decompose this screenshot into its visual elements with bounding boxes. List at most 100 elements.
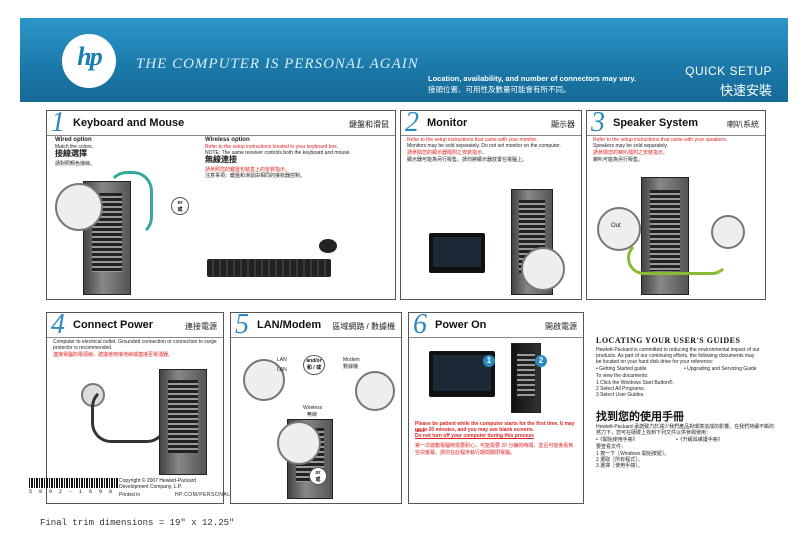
- monitor-line2: Monitors may be sold separately. Do not …: [407, 143, 561, 149]
- guides-zh-line1: Hewlett-Packard 承諾致力於減少我們產品對環境造成的影響。在我們持…: [596, 424, 775, 430]
- guides-step2: 2 Select All Programs.: [596, 386, 646, 392]
- panel-title: Connect Power: [73, 319, 154, 331]
- wireless-label-zh: 無線: [307, 412, 318, 418]
- mouse: [319, 239, 337, 253]
- step-number: 3: [591, 107, 605, 138]
- guides-step1: 1 Click the Windows Start Button®.: [596, 380, 674, 386]
- ps2-ports-zoom: [55, 183, 103, 231]
- computer-tower-rear: [641, 177, 689, 295]
- monitor: [429, 351, 495, 397]
- panel-power-on: 6 Power On 開啟電源 1 2 Please be patient wh…: [408, 309, 584, 504]
- patience-warning: Do not turn off your computer during thi…: [415, 433, 534, 439]
- speaker-line1-zh: 請參閱您的喇叭隨附之安裝指示。: [593, 150, 669, 156]
- or-text-zh: 或: [315, 477, 321, 483]
- patience-line1: Please be patient while the computer sta…: [415, 421, 575, 434]
- guides-line1: Hewlett-Packard is committed to reducing…: [596, 347, 760, 353]
- panel-header: 6 Power On 開啟電源: [409, 309, 583, 340]
- printed-in: Printed in: [119, 492, 141, 498]
- power-cable: [91, 387, 167, 443]
- guides-zh-bullet2: •《升級與維護手冊》: [676, 437, 723, 443]
- guides-heading: LOCATING YOUR USER'S GUIDES: [596, 336, 741, 345]
- hp-logo-text: hp: [77, 42, 102, 71]
- header-banner: hp THE COMPUTER IS PERSONAL AGAIN Locati…: [20, 18, 788, 102]
- guides-zh-step1: 1 按一下［Windows 開始按鈕］。: [596, 451, 670, 457]
- step-badge-2: 2: [535, 355, 547, 367]
- power-line-zh: 連接電腦的電源線，建議使用接地線或連接至電湧器。: [53, 352, 174, 358]
- keyboard: [207, 259, 331, 277]
- and-or-text: and/or: [306, 358, 322, 364]
- lan-label-2: LAN: [277, 367, 287, 373]
- wired-title: Wired option: [55, 137, 92, 143]
- barcode-number: 5 9 9 2 - 1 6 9 8: [29, 489, 115, 495]
- copyright-line2: Development Company, L.P.: [119, 484, 182, 490]
- lan-label: LAN: [277, 357, 287, 363]
- lan-port-zoom: [243, 359, 285, 401]
- step-number: 4: [51, 309, 65, 340]
- panel-connect-power: 4 Connect Power 連接電源 Computer to electri…: [29, 309, 230, 504]
- patience-zh: 第一次啟動電腦時需要耐心，可能需要 20 分鐘的時間，並且可能會看到空白螢幕。請…: [415, 443, 574, 456]
- panel-title-zh: 區域網路 / 數據機: [332, 322, 395, 331]
- panel-title: Speaker System: [613, 117, 698, 129]
- panel-header: 3 Speaker System 喇叭系統: [587, 107, 765, 138]
- guides-line2: products. As part of our continuing effo…: [596, 353, 755, 359]
- step-number: 2: [405, 107, 419, 138]
- monitor-line1: Refer to the setup instructions that cam…: [407, 137, 538, 143]
- wireless-label: Wireless: [303, 405, 323, 411]
- quick-setup-title-zh: 快速安裝: [719, 83, 772, 98]
- speaker-line1: Refer to the setup instructions that cam…: [593, 137, 728, 143]
- connector-note-zh: 接頭位置、可用性及數量可能會有所不同。: [428, 85, 571, 94]
- wired-sub: Match the colors.: [55, 144, 94, 150]
- panel-speaker-system: 3 Speaker System 喇叭系統 Refer to the setup…: [586, 107, 766, 300]
- power-line1: Computer to electrical outlet. Grounded …: [53, 339, 217, 345]
- computer-tower-front: [511, 343, 541, 413]
- hp-url: HP.COM/PERSONAL: [175, 492, 231, 498]
- speaker-line2-zh: 喇叭可能為另行販售。: [593, 157, 644, 163]
- guides-zh-line2: 努力下，您可在硬碟上找到下列文件以供參閱使用：: [596, 430, 712, 436]
- monitor-line2-zh: 顯示器可能為另行販售。請勿將顯示器放置在電腦上。: [407, 157, 528, 163]
- guides-zh-step3: 3 選擇［使用手冊］。: [596, 463, 643, 469]
- guides-zh-bullet1: •《開始使用手冊》: [596, 437, 638, 443]
- tagline: THE COMPUTER IS PERSONAL AGAIN: [136, 56, 419, 72]
- hp-logo: hp: [62, 34, 116, 88]
- guides-bullet2: • Upgrading and Servicing Guide: [684, 366, 757, 372]
- monitor: [429, 233, 485, 273]
- wireless-card-zoom: [277, 421, 321, 465]
- monitor-line1-zh: 請參閱您的顯示器隨附之安裝指示。: [407, 150, 488, 156]
- keyboard-cable: [107, 171, 153, 237]
- patience-line2: up to 20 minutes, and you may see blank …: [415, 427, 534, 433]
- modem-port-zoom: [355, 371, 395, 411]
- or-text: or: [177, 200, 183, 206]
- wireless-title-zh: 無線連接: [205, 155, 237, 164]
- or-text-zh: 或: [177, 207, 183, 213]
- connector-note: Location, availability, and number of co…: [428, 74, 637, 83]
- panel-keyboard-mouse: 1 Keyboard and Mouse 鍵盤和滑鼠 Wired option …: [46, 107, 396, 300]
- or-text: or: [315, 470, 321, 476]
- panel-title-zh: 開啟電源: [545, 322, 577, 331]
- guides-heading-zh: 找到您的使用手冊: [596, 411, 684, 423]
- guides-bullet1: • Getting Started guide: [596, 366, 647, 372]
- wireless-line-zh: 請參照您的鍵盤包裝盒上的安裝指示。: [205, 167, 291, 173]
- panel-header: 2 Monitor 顯示器: [401, 107, 581, 138]
- panel-title-zh: 連接電源: [185, 322, 217, 331]
- step-badge-1: 1: [483, 355, 495, 367]
- speaker-line2: Speakers may be sold separately.: [593, 143, 668, 149]
- panel-title: Keyboard and Mouse: [73, 117, 185, 129]
- power-line2: protector is recommended.: [53, 345, 113, 351]
- vga-port-zoom: [521, 247, 565, 291]
- guides-step3: 3 Select User Guides.: [596, 392, 645, 398]
- computer-tower-rear: [159, 369, 207, 475]
- guides-line3: be located on your hard disk drive for y…: [596, 359, 714, 365]
- guides-zh-view: 要查看文件：: [596, 444, 627, 450]
- step-number: 5: [235, 309, 249, 340]
- panel-title: LAN/Modem: [257, 319, 322, 331]
- step-number: 6: [413, 309, 427, 340]
- wireless-note-zh: 注意事項：鍵盤和滑鼠由相同的接收器控制。: [205, 173, 306, 179]
- copyright-line1: Copyright © 2007 Hewlett-Packard: [119, 478, 197, 484]
- panel-header: 4 Connect Power 連接電源: [47, 309, 223, 340]
- modem-label-zh: 數據機: [343, 364, 359, 370]
